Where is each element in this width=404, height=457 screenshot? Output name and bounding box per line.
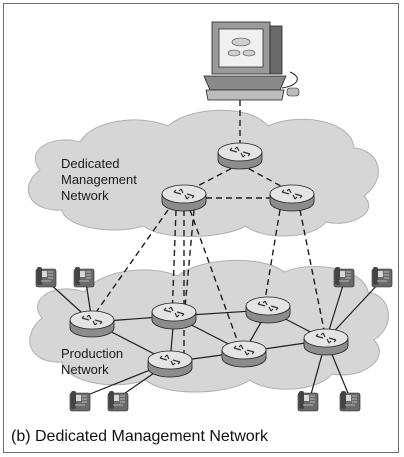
prod-label-line2: Network: [61, 362, 109, 377]
prod-router-4: [303, 328, 349, 356]
figure-caption: (b) Dedicated Management Network: [11, 428, 269, 445]
ip-phone-icon: [69, 390, 91, 412]
ip-phone-icon: [333, 266, 355, 288]
prod-router-6: [147, 350, 193, 378]
mgmt-label-line1: Dedicated: [61, 156, 120, 171]
ip-phone-icon: [35, 266, 57, 288]
ip-phone-icon: [371, 266, 393, 288]
ip-phone-icon: [107, 390, 129, 412]
ip-phone-icon: [297, 390, 319, 412]
prod-router-3: [245, 296, 291, 324]
mgmt-router-top: [217, 142, 263, 170]
management-workstation: [203, 21, 300, 101]
ip-phone-icon: [73, 266, 95, 288]
mgmt-router-right: [269, 184, 315, 212]
prod-router-1: [69, 310, 115, 338]
prod-router-2: [151, 302, 197, 330]
mgmt-label-line3: Network: [61, 188, 109, 203]
mgmt-router-left: [161, 184, 207, 212]
ip-phone-icon: [339, 390, 361, 412]
prod-label-line1: Production: [61, 346, 124, 361]
prod-router-5: [221, 340, 267, 368]
mgmt-label-line2: Management: [61, 172, 137, 187]
